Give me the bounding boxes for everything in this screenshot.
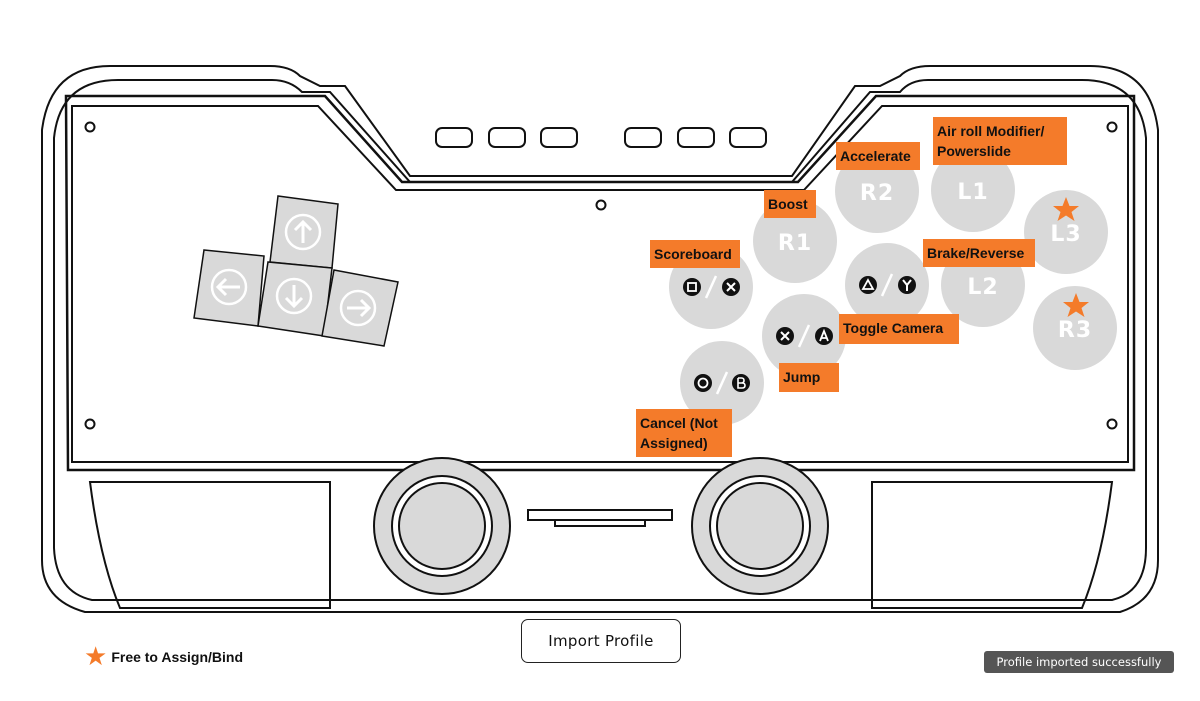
r1-label: R1 (778, 231, 812, 256)
arrow-up-icon (293, 219, 313, 243)
top-small-buttons[interactable] (435, 127, 767, 148)
dpad-down-key[interactable] (257, 261, 333, 337)
r1-button[interactable]: R1 (753, 199, 837, 283)
r3-button[interactable]: R3 (1033, 286, 1117, 370)
left-thumbstick[interactable] (373, 457, 511, 595)
cross-a-button[interactable] (762, 294, 846, 378)
import-profile-button[interactable]: Import Profile (521, 619, 681, 663)
star-icon (1063, 293, 1089, 317)
triangle-icon (859, 276, 877, 294)
legend: ★ Free to Assign/Bind (84, 644, 243, 670)
star-icon: ★ (84, 642, 108, 672)
legend-text: Free to Assign/Bind (111, 649, 244, 665)
label-toggle-camera: Toggle Camera (839, 314, 959, 344)
label-air-roll-line2: Powerslide (937, 143, 1011, 159)
label-cancel-line2: Assigned) (640, 435, 708, 451)
a-icon (815, 327, 833, 345)
screw-dots (84, 121, 1118, 430)
r3-label: R3 (1058, 318, 1092, 343)
l3-button[interactable]: L3 (1024, 190, 1108, 274)
circle-icon (694, 374, 712, 392)
label-jump: Jump (779, 363, 839, 392)
controller-body (41, 65, 1159, 613)
label-boost: Boost (764, 190, 816, 218)
dpad-right-key[interactable] (321, 269, 399, 347)
action-buttons[interactable]: R2 L1 R1 L3 L2 R3 (669, 148, 1117, 425)
r2-button[interactable]: R2 (835, 149, 919, 233)
arrow-left-icon (215, 277, 240, 297)
label-air-roll: Air roll Modifier/ Powerslide (933, 117, 1067, 165)
dpad-left-key[interactable] (193, 249, 265, 327)
dpad-up-key[interactable] (269, 195, 339, 269)
star-icon (1053, 197, 1079, 221)
triangle-y-button[interactable] (845, 243, 929, 327)
label-cancel-line1: Cancel (Not (640, 415, 718, 431)
dpad[interactable] (193, 195, 399, 347)
r2-label: R2 (860, 181, 894, 206)
status-toast: Profile imported successfully (984, 651, 1174, 673)
l2-label: L2 (967, 275, 998, 300)
cross-icon (776, 327, 794, 345)
l3-label: L3 (1050, 222, 1081, 247)
label-brake-reverse: Brake/Reverse (923, 239, 1035, 267)
l1-label: L1 (957, 180, 988, 205)
b-icon (732, 374, 750, 392)
x-icon (722, 278, 740, 296)
arrow-right-icon (347, 298, 372, 318)
arrow-down-icon (284, 285, 304, 309)
square-icon (683, 278, 701, 296)
label-accelerate: Accelerate (836, 142, 920, 170)
circle-b-button[interactable] (680, 341, 764, 425)
label-air-roll-line1: Air roll Modifier/ (937, 123, 1045, 139)
right-thumbstick[interactable] (691, 457, 829, 595)
label-scoreboard: Scoreboard (650, 240, 740, 268)
y-icon (898, 276, 916, 294)
l1-button[interactable]: L1 (931, 148, 1015, 232)
label-cancel: Cancel (Not Assigned) (636, 409, 732, 457)
